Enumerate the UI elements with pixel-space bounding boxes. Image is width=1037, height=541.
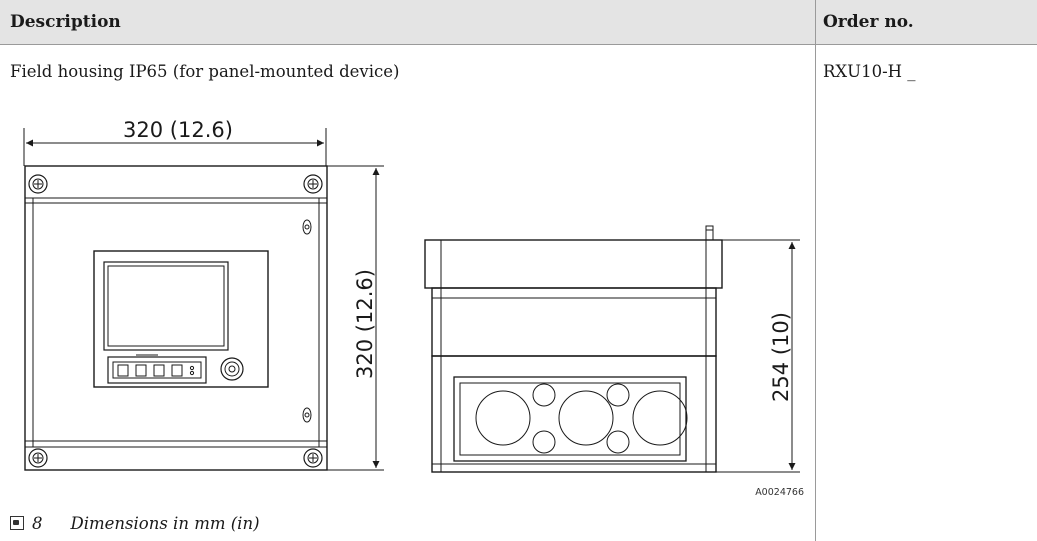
lock-icon [302,407,312,423]
height-dimension-label: 320 (12.6) [353,269,377,379]
table-header: Description Order no. [0,0,1037,45]
lock-icon [302,219,312,235]
figure-number: 8 [32,514,43,533]
row-description: Field housing IP65 (for panel-mounted de… [10,62,400,81]
figure-icon [10,516,24,530]
screw-icon [303,174,323,194]
figure-reference-code: A0024766 [755,487,804,498]
side-height-dimension-line [716,239,800,473]
header-order-no: Order no. [823,12,914,32]
side-view [424,225,723,473]
height-dimension-line [327,165,384,471]
width-dimension-label: 320 (12.6) [123,118,233,142]
column-divider [815,0,816,541]
screw-icon [28,174,48,194]
row-order-no: RXU10-H _ [823,62,916,81]
side-height-dimension-label: 254 (10) [769,312,793,402]
screw-icon [303,448,323,468]
header-description: Description [10,12,121,32]
jog-dial-icon [220,357,244,381]
front-view [23,128,328,471]
figure-caption: 8 Dimensions in mm (in) [10,514,260,533]
figure-caption-text: Dimensions in mm (in) [70,514,260,533]
screw-icon [28,448,48,468]
